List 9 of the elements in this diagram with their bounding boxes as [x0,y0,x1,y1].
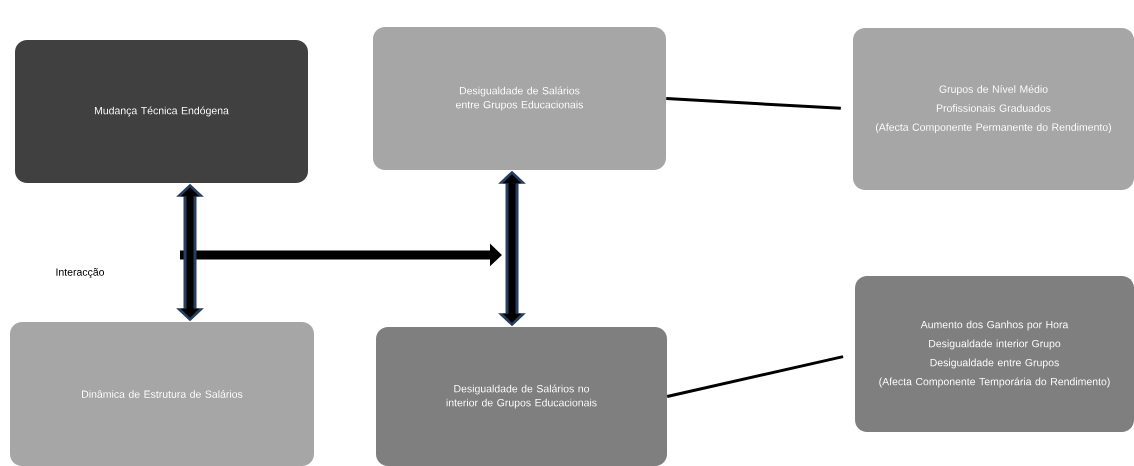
process-box: Dinâmica de Estrutura de Salários [10,322,314,466]
process-box: Aumento dos Ganhos por Hora Desigualdade interior Grupo Desigualdade entre Grupos (Afecta Componente Temporária do Rendimento) [855,276,1134,432]
process-box: Grupos de Nível Médio Profissionais Graduados (Afecta Componente Permanente do Rendimento) [853,28,1134,190]
process-box: Desigualdade de Salários entre Grupos Educacionais [373,27,666,170]
process-box: Desigualdade de Salários no interior de Grupos Educacionais [376,327,667,466]
side-label: Interacção [56,268,105,278]
process-box: Mudança Técnica Endógena [15,40,308,183]
connector-line [666,355,844,398]
connector-line [666,97,841,110]
